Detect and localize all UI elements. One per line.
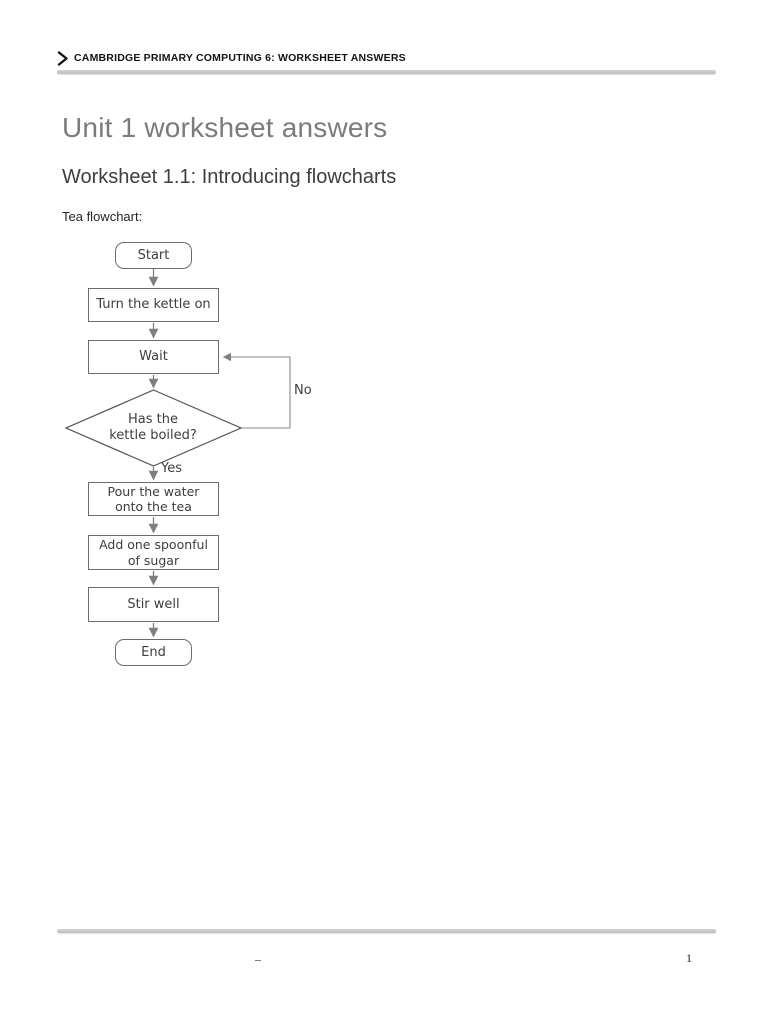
- footer-dash: –: [255, 952, 261, 966]
- footer-divider: [57, 929, 716, 933]
- flowchart-start-node: Start: [115, 242, 192, 269]
- flowchart-no-label: No: [294, 383, 312, 398]
- flowchart-process-wait: Wait: [88, 340, 219, 374]
- intro-text: Tea flowchart:: [62, 209, 143, 224]
- flowchart-decision-kettle-boiled: Has the kettle boiled?: [109, 411, 197, 443]
- flowchart-process-turn-kettle-on: Turn the kettle on: [88, 288, 219, 322]
- flowchart-yes-label: Yes: [161, 461, 182, 476]
- page-title: Unit 1 worksheet answers: [62, 112, 388, 143]
- page-number: 1: [686, 951, 692, 965]
- header-breadcrumb: CAMBRIDGE PRIMARY COMPUTING 6: WORKSHEET…: [74, 52, 406, 64]
- section-title: Worksheet 1.1: Introducing flowcharts: [62, 166, 397, 188]
- header-divider: [57, 70, 716, 74]
- flowchart-process-add-sugar: Add one spoonful of sugar: [88, 535, 219, 570]
- chevron-right-icon: [57, 51, 68, 66]
- flowchart-process-stir-well: Stir well: [88, 587, 219, 622]
- flowchart-process-pour-water: Pour the water onto the tea: [88, 482, 219, 516]
- flowchart-end-node: End: [115, 639, 192, 666]
